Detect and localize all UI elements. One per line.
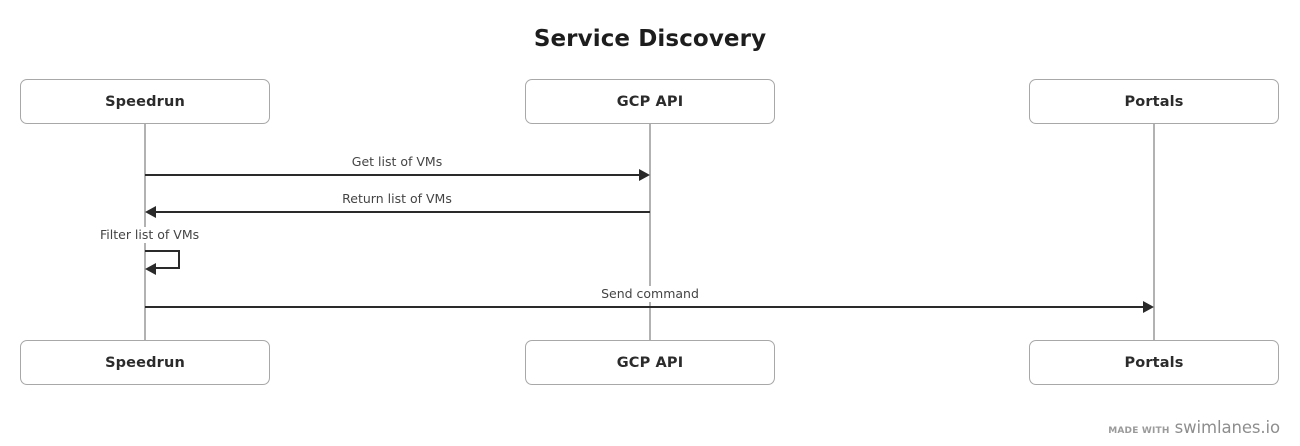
actor-label-speedrun-bottom: Speedrun [105, 354, 185, 371]
actor-label-portals-top: Portals [1124, 93, 1184, 110]
actor-label-gcp-api-bottom: GCP API [616, 354, 684, 371]
message-filter-list-of-vms: Filter list of VMs [97, 227, 265, 282]
message-line-send-command [145, 306, 1143, 308]
actor-box-gcp-api-top[interactable]: GCP API [525, 79, 775, 124]
message-line-return-list-of-vms [156, 211, 650, 213]
actor-box-gcp-api-bottom[interactable]: GCP API [525, 340, 775, 385]
message-label-send-command: Send command [596, 286, 704, 302]
self-loop-top-segment [145, 250, 180, 252]
actor-box-speedrun-bottom[interactable]: Speedrun [20, 340, 270, 385]
lifeline-portals [1153, 124, 1155, 340]
lifeline-gcp-api [649, 124, 651, 340]
arrowhead-right-icon [1143, 301, 1154, 313]
self-loop-side-segment [178, 250, 180, 269]
self-loop-bottom-segment [156, 267, 180, 269]
footer-brand-link[interactable]: swimlanes.io [1174, 418, 1280, 437]
footer-credit[interactable]: Made with swimlanes.io [1108, 418, 1280, 437]
actor-label-gcp-api-top: GCP API [616, 93, 684, 110]
actor-box-speedrun-top[interactable]: Speedrun [20, 79, 270, 124]
footer-made-with-label: Made with [1108, 426, 1170, 436]
arrowhead-left-icon [145, 263, 156, 275]
message-label-get-list-of-vms: Get list of VMs [346, 154, 448, 170]
actor-label-speedrun-top: Speedrun [105, 93, 185, 110]
arrowhead-right-icon [639, 169, 650, 181]
page-title: Service Discovery [533, 26, 767, 52]
actor-box-portals-bottom[interactable]: Portals [1029, 340, 1279, 385]
message-line-get-list-of-vms [145, 174, 639, 176]
message-label-return-list-of-vms: Return list of VMs [337, 191, 457, 207]
actor-label-portals-bottom: Portals [1124, 354, 1184, 371]
message-label-filter-list-of-vms: Filter list of VMs [97, 227, 203, 243]
arrowhead-left-icon [145, 206, 156, 218]
actor-box-portals-top[interactable]: Portals [1029, 79, 1279, 124]
